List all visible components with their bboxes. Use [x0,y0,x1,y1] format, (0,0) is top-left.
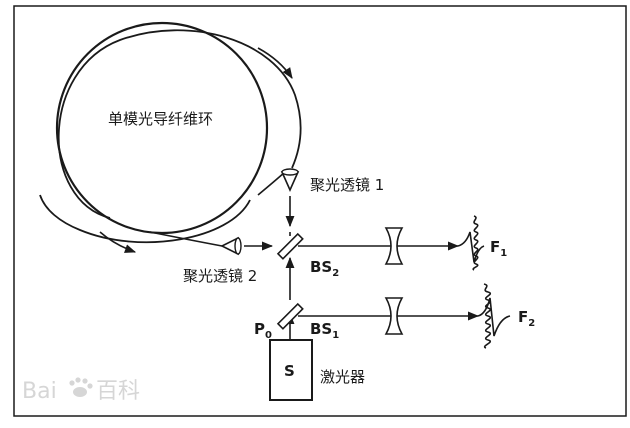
fiber-tail-lens2 [149,231,223,247]
frame-border [13,5,627,417]
beam-splitter-bs1: BS1 P0 [254,302,339,341]
fiber-tail-lens1 [257,171,286,196]
f2-fringes [483,283,492,349]
bs1-label: BS1 [310,320,339,341]
focusing-lens-1: 聚光透镜 1 [280,168,384,194]
fiber-ring-inner-circle [55,21,269,235]
focusing-lens-2: 聚光透镜 2 [183,236,257,285]
watermark-text-left: Bai [22,379,57,404]
bs2-label: BS2 [310,258,339,279]
rotation-arrow-bottom [99,231,137,253]
lens-1-face [281,168,299,176]
lens-2-face [234,237,242,255]
bs2-plate [276,232,304,260]
lens-2-label: 聚光透镜 2 [183,267,257,285]
fiber-outer-arc-bottom [39,194,251,244]
fringe-pattern-f1: F1 [457,215,507,271]
fiber-ring-label: 单模光导纤维环 [108,110,213,128]
f1-profile-curve [457,231,485,263]
diverging-lens-lower [384,297,404,335]
paw-icon [69,377,93,397]
bs1-plate [276,302,304,330]
beam-splitter-bs2: BS2 [276,232,339,279]
diverging-lens-upper [384,227,404,265]
f2-profile-curve [477,297,511,337]
laser-label: 激光器 [320,368,365,386]
f1-label: F1 [490,238,507,259]
fiber-ring: 单模光导纤维环 [39,21,302,247]
fiber-outer-arc-right [57,29,302,219]
laser-source: S 激光器 [269,339,365,401]
f2-label: F2 [518,308,535,329]
baidu-watermark: Bai 百科 [22,377,140,404]
laser-box [269,339,313,401]
lens-1-label: 聚光透镜 1 [310,176,384,194]
p0-label: P0 [254,320,272,341]
f1-fringes [472,215,479,271]
watermark-text-right: 百科 [96,379,140,404]
fringe-pattern-f2: F2 [477,283,535,349]
laser-letter: S [284,362,295,380]
rotation-arrow-top [257,47,293,79]
